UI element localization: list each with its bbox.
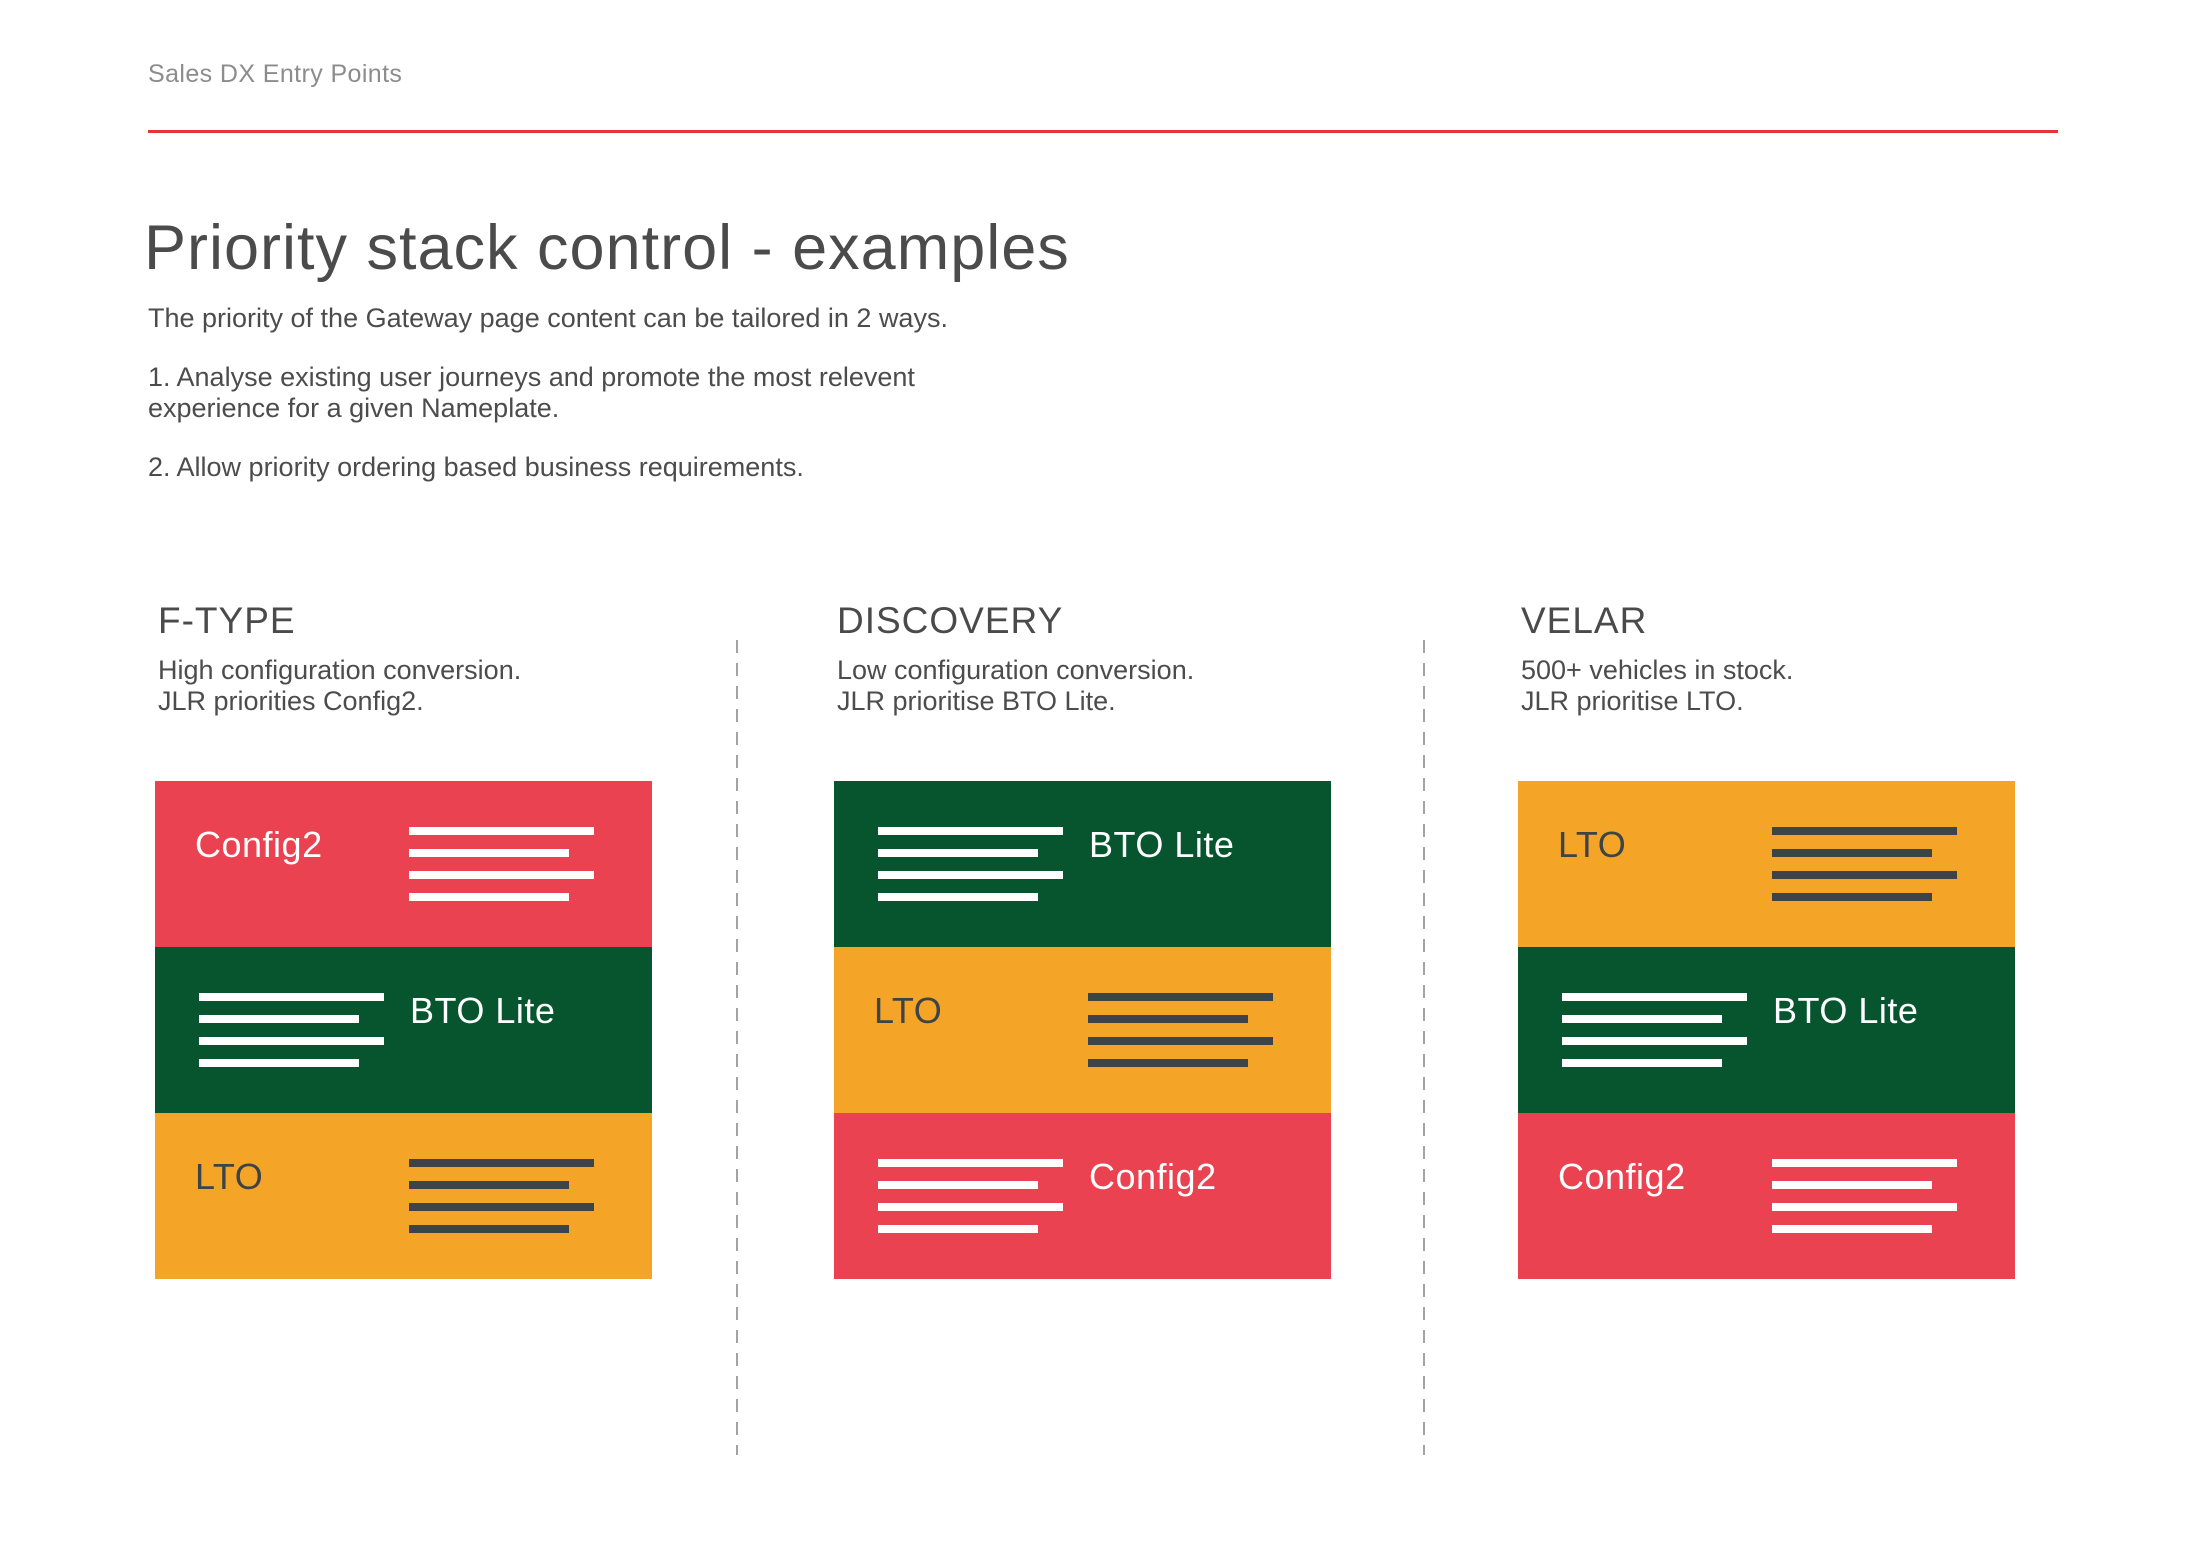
column-description: High configuration conversion. JLR prior…	[158, 655, 522, 716]
block-label: Config2	[1089, 1156, 1217, 1197]
priority-block-bto-lite: BTO Lite	[834, 781, 1331, 947]
priority-block-config2: Config2	[155, 781, 652, 947]
column-title: DISCOVERY	[837, 600, 1064, 641]
text-lines-glyph	[199, 993, 384, 1067]
block-label: Config2	[195, 824, 323, 865]
block-label: LTO	[874, 990, 943, 1031]
text-lines-glyph	[1562, 993, 1747, 1067]
block-label: Config2	[1558, 1156, 1686, 1197]
column-description: 500+ vehicles in stock. JLR prioritise L…	[1521, 655, 1794, 716]
block-label: BTO Lite	[1773, 990, 1919, 1031]
priority-block-config2: Config2	[1518, 1113, 2015, 1279]
block-label: BTO Lite	[1089, 824, 1235, 865]
column-description: Low configuration conversion. JLR priori…	[837, 655, 1195, 716]
text-lines-glyph	[1772, 1159, 1957, 1233]
text-lines-glyph	[878, 1159, 1063, 1233]
priority-block-lto: LTO	[155, 1113, 652, 1279]
intro-text: The priority of the Gateway page content…	[148, 303, 948, 333]
priority-stack: Config2 BTO Lite LTO	[155, 781, 652, 1279]
page-title: Priority stack control - examples	[144, 213, 1070, 283]
column-title: F-TYPE	[158, 600, 296, 641]
page-eyebrow: Sales DX Entry Points	[148, 60, 403, 88]
priority-block-bto-lite: BTO Lite	[1518, 947, 2015, 1113]
priority-stack: BTO Lite LTO Config2	[834, 781, 1331, 1279]
column-title: VELAR	[1521, 600, 1648, 641]
text-lines-glyph	[1088, 993, 1273, 1067]
column-divider	[736, 640, 738, 1455]
block-label: LTO	[1558, 824, 1627, 865]
text-lines-glyph	[1772, 827, 1957, 901]
priority-block-lto: LTO	[1518, 781, 2015, 947]
examples-columns: F-TYPE High configuration conversion. JL…	[0, 600, 2200, 1500]
intro-point-2: 2. Allow priority ordering based busines…	[148, 452, 804, 482]
priority-stack: LTO BTO Lite Config2	[1518, 781, 2015, 1279]
priority-block-config2: Config2	[834, 1113, 1331, 1279]
header-rule	[148, 130, 2058, 133]
block-label: BTO Lite	[410, 990, 556, 1031]
priority-block-lto: LTO	[834, 947, 1331, 1113]
text-lines-glyph	[409, 1159, 594, 1233]
priority-block-bto-lite: BTO Lite	[155, 947, 652, 1113]
block-label: LTO	[195, 1156, 264, 1197]
intro-point-1: 1. Analyse existing user journeys and pr…	[148, 362, 915, 423]
text-lines-glyph	[409, 827, 594, 901]
text-lines-glyph	[878, 827, 1063, 901]
column-divider	[1423, 640, 1425, 1455]
